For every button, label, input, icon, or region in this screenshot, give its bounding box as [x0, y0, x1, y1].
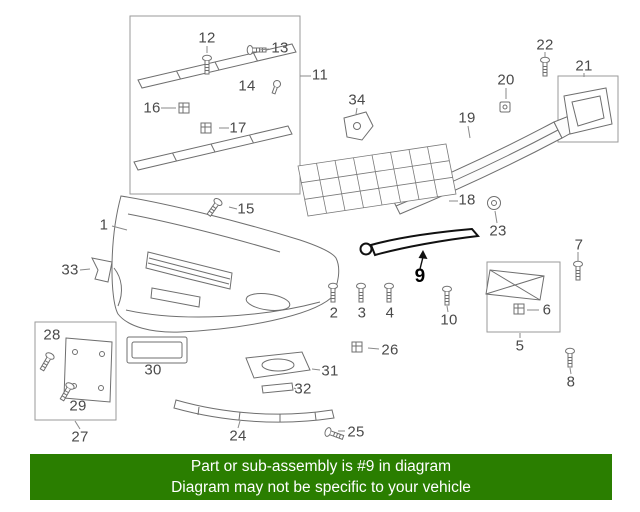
- callout-3: 3: [357, 304, 367, 322]
- push-pin-icon-14: [269, 79, 282, 96]
- callout-12: 12: [198, 29, 216, 47]
- callout-8: 8: [566, 373, 576, 391]
- callout-33: 33: [61, 261, 79, 279]
- bolt-icon-10: [442, 285, 452, 306]
- clip-icon-17: [200, 122, 212, 134]
- callout-15: 15: [237, 200, 255, 218]
- small-part-drawings: [63, 87, 613, 423]
- notice-banner: Part or sub-assembly is #9 in diagram Di…: [30, 454, 612, 500]
- highlight-arrow: [418, 250, 428, 270]
- callout-14: 14: [238, 77, 256, 95]
- callout-19: 19: [458, 109, 476, 127]
- notice-line1: Part or sub-assembly is #9 in diagram: [190, 458, 452, 475]
- callout-25: 25: [347, 423, 365, 441]
- callout-29: 29: [69, 397, 87, 415]
- callout-21: 21: [575, 57, 593, 75]
- highlight-part-9-drawing: [359, 227, 480, 257]
- callout-10: 10: [440, 311, 458, 329]
- bolt-icon-4: [384, 282, 394, 303]
- callout-5: 5: [515, 337, 525, 355]
- callout-24: 24: [229, 427, 247, 445]
- callout-30: 30: [144, 361, 162, 379]
- bolt-icon-28: [37, 350, 56, 373]
- callout-17: 17: [229, 119, 247, 137]
- bolt-icon-7: [573, 260, 583, 281]
- clip-icon-16: [178, 102, 190, 114]
- bolt-icon-8: [565, 347, 575, 368]
- notice-line2: Diagram may not be specific to your vehi…: [171, 479, 471, 496]
- bolt-icon-25: [323, 426, 346, 443]
- callout-26: 26: [381, 341, 399, 359]
- clip-icon-6: [513, 303, 525, 315]
- energy-absorber-drawing: [297, 143, 457, 217]
- bolt-icon-22: [540, 56, 550, 77]
- callout-2: 2: [329, 304, 339, 322]
- callout-20: 20: [497, 71, 515, 89]
- bumper-cover-drawing: [111, 195, 340, 333]
- bolt-icon-3: [356, 282, 366, 303]
- callout-32: 32: [294, 380, 312, 398]
- nut-icon-23: [487, 196, 501, 210]
- callout-7: 7: [574, 236, 584, 254]
- callout-16: 16: [143, 99, 161, 117]
- group-boxes: [34, 15, 619, 421]
- callout-22: 22: [536, 36, 554, 54]
- callout-34: 34: [348, 91, 366, 109]
- callout-11: 11: [311, 66, 329, 84]
- callout-6: 6: [542, 301, 552, 319]
- bolt-icon-15: [204, 196, 224, 219]
- callout-28: 28: [43, 326, 61, 344]
- callout-27: 27: [71, 428, 89, 446]
- nut-icon-20: [499, 101, 511, 113]
- callout-1: 1: [99, 216, 109, 234]
- callout-18: 18: [458, 191, 476, 209]
- callout-13: 13: [271, 39, 289, 57]
- callout-31: 31: [321, 362, 339, 380]
- callout-23: 23: [489, 222, 507, 240]
- callout-4: 4: [385, 304, 395, 322]
- callout-9: 9: [414, 266, 426, 287]
- cowl-strip-drawings: [133, 43, 297, 171]
- clip-icon-26: [351, 341, 363, 353]
- leader-lines: [74, 46, 585, 432]
